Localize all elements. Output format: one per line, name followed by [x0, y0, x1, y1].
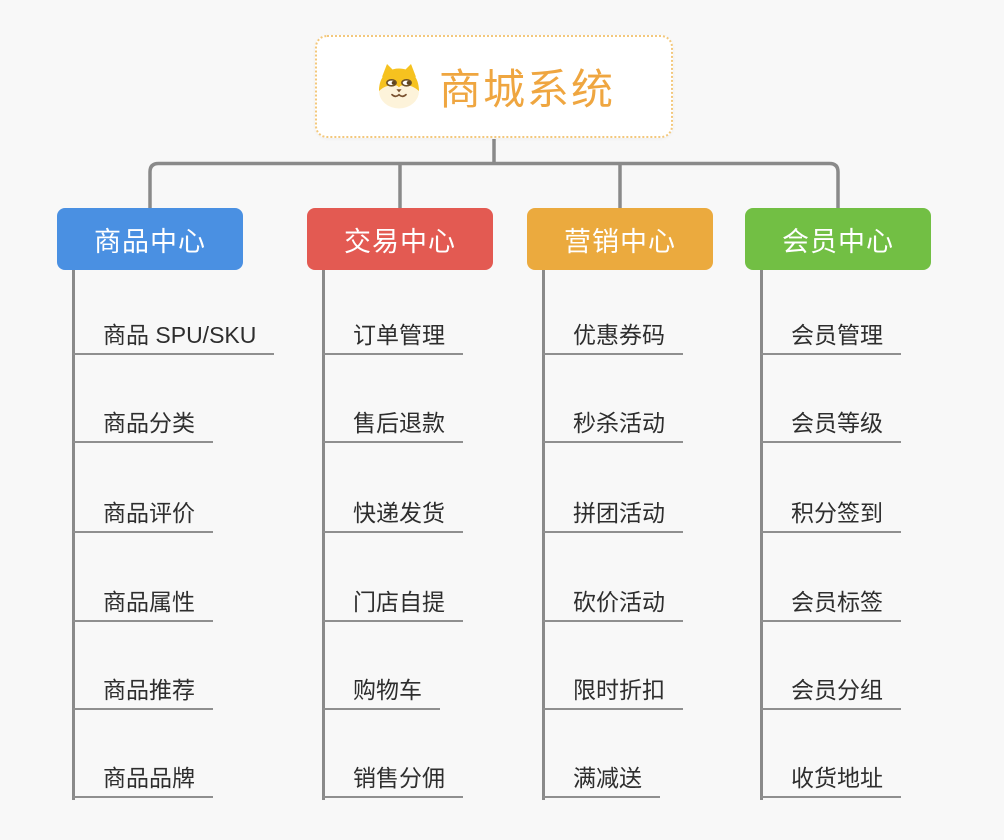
branch-node-1[interactable]: 商品中心 [57, 208, 243, 270]
root-topic-node[interactable]: 商城系统 [315, 35, 673, 138]
leaf-topic[interactable]: 会员等级 [761, 405, 901, 443]
leaf-topic[interactable]: 积分签到 [761, 495, 901, 533]
leaf-topic[interactable]: 商品分类 [73, 405, 213, 443]
leaf-topic[interactable]: 商品推荐 [73, 672, 213, 710]
leaf-topic[interactable]: 满减送 [543, 760, 660, 798]
leaf-topic[interactable]: 快递发货 [323, 495, 463, 533]
leaf-topic[interactable]: 收货地址 [761, 760, 901, 798]
leaf-topic[interactable]: 会员管理 [761, 317, 901, 355]
leaf-topic[interactable]: 售后退款 [323, 405, 463, 443]
leaf-topic[interactable]: 订单管理 [323, 317, 463, 355]
root-topic-title: 商城系统 [438, 66, 615, 113]
leaf-topic[interactable]: 购物车 [323, 672, 440, 710]
leaf-topic[interactable]: 销售分佣 [323, 760, 463, 798]
branch-child-line [72, 270, 75, 800]
leaf-topic[interactable]: 会员标签 [761, 584, 901, 622]
shiba-dog-icon [378, 63, 419, 108]
branch-node-2[interactable]: 交易中心 [307, 208, 493, 270]
leaf-topic[interactable]: 商品 SPU/SKU [73, 317, 275, 355]
leaf-topic[interactable]: 砍价活动 [543, 584, 683, 622]
leaf-topic[interactable]: 拼团活动 [543, 495, 683, 533]
leaf-topic[interactable]: 商品品牌 [73, 760, 213, 798]
leaf-topic[interactable]: 秒杀活动 [543, 405, 683, 443]
leaf-topic[interactable]: 门店自提 [323, 584, 463, 622]
leaf-topic[interactable]: 会员分组 [761, 672, 901, 710]
branch-child-line [542, 270, 545, 800]
branch-child-line [322, 270, 325, 800]
leaf-topic[interactable]: 限时折扣 [543, 672, 683, 710]
branch-child-line [760, 270, 763, 800]
leaf-topic[interactable]: 商品属性 [73, 584, 213, 622]
leaf-topic[interactable]: 商品评价 [73, 495, 213, 533]
branch-node-4[interactable]: 会员中心 [745, 208, 931, 270]
branch-node-3[interactable]: 营销中心 [527, 208, 713, 270]
leaf-topic[interactable]: 优惠券码 [543, 317, 683, 355]
